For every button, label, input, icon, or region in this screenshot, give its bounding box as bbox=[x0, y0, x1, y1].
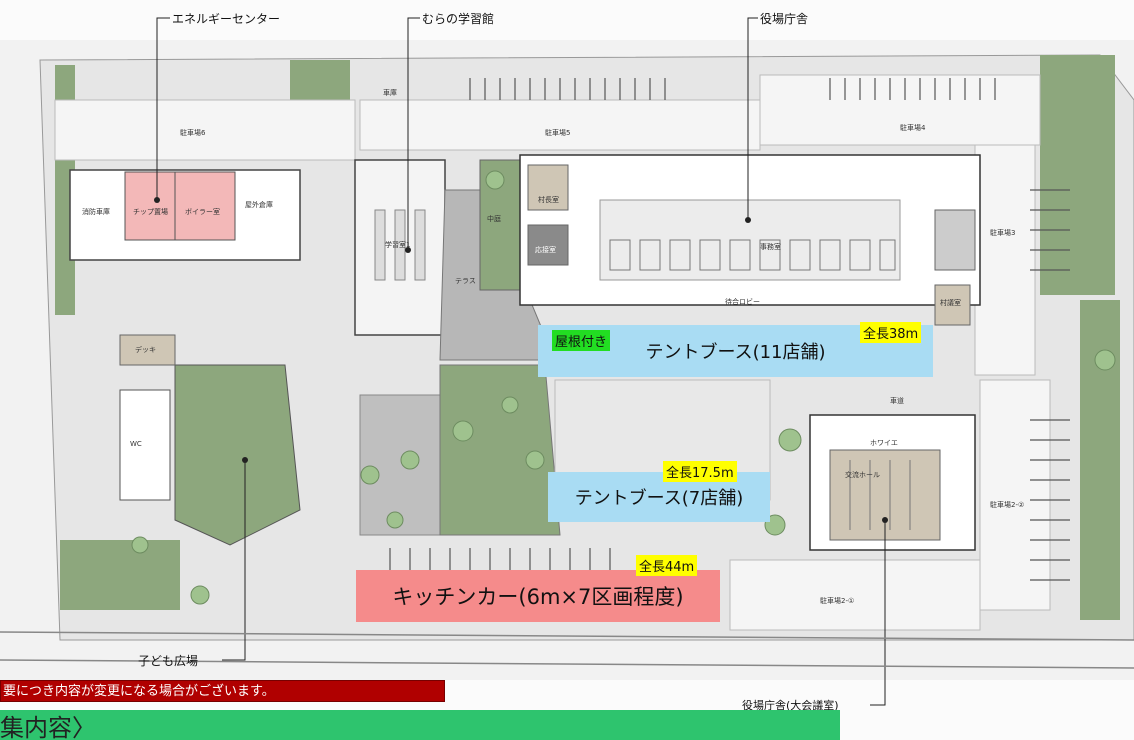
tent-booth-7-length: 全長17.5m bbox=[663, 461, 737, 482]
label-courtyard: 中庭 bbox=[487, 215, 501, 223]
kitchen-car-area: キッチンカー(6m×7区画程度) bbox=[356, 570, 720, 622]
label-study-room: 学習室1 bbox=[385, 241, 411, 249]
label-parking2-1: 駐車場2-① bbox=[820, 597, 855, 605]
recruit-heading-banner: 集内容〉 bbox=[0, 710, 840, 740]
label-village-office: 村長室 bbox=[538, 196, 559, 204]
label-village-meeting: 村議室 bbox=[940, 299, 961, 307]
tent-booth-11-length: 全長38m bbox=[860, 322, 922, 343]
label-boiler-room: ボイラー室 bbox=[185, 208, 220, 216]
callout-town-office: 役場庁舎 bbox=[760, 12, 809, 26]
callout-children-plaza: 子ども広場 bbox=[138, 654, 199, 668]
label-chip-storage: チップ置場 bbox=[133, 208, 168, 216]
label-fire-garage: 消防車庫 bbox=[82, 208, 110, 216]
tent-booth-7-area: テントブース(7店舗) bbox=[548, 472, 770, 522]
kitchen-car-label: キッチンカー(6m×7区画程度) bbox=[392, 585, 684, 609]
label-driveway: 車道 bbox=[890, 397, 904, 405]
tent-booth-7-label: テントブース(7店舗) bbox=[574, 488, 744, 509]
callout-learning-hall: むらの学習館 bbox=[422, 12, 495, 26]
roof-tag: 屋根付き bbox=[552, 330, 611, 351]
change-notice-text: 要につき内容が変更になる場合がございます。 bbox=[3, 684, 275, 699]
label-parking5: 駐車場5 bbox=[545, 129, 571, 137]
label-hall: 交流ホール bbox=[845, 471, 880, 479]
label-terrace: テラス bbox=[455, 277, 476, 285]
label-parking6: 駐車場6 bbox=[180, 129, 206, 137]
label-general-office: 事務室 bbox=[760, 243, 781, 251]
label-outdoor-storage: 屋外倉庫 bbox=[245, 201, 273, 209]
label-garage: 車庫 bbox=[383, 89, 397, 97]
kitchen-car-length: 全長44m bbox=[636, 555, 698, 576]
callout-energy-center: エネルギーセンター bbox=[172, 12, 281, 26]
change-notice-banner: 要につき内容が変更になる場合がございます。 bbox=[0, 680, 445, 702]
label-waiting-lobby: 待合ロビー bbox=[725, 298, 760, 306]
callout-assembly-hall: 役場庁舎(大会議室) bbox=[742, 699, 839, 712]
label-parking4: 駐車場4 bbox=[900, 124, 926, 132]
label-reception: 応接室 bbox=[535, 246, 556, 254]
label-parking3: 駐車場3 bbox=[990, 229, 1016, 237]
recruit-heading-text: 集内容〉 bbox=[0, 714, 96, 740]
label-wc: WC bbox=[130, 440, 142, 448]
tent-booth-11-label: テントブース(11店舗) bbox=[645, 342, 826, 363]
label-deck: デッキ bbox=[135, 346, 156, 354]
label-foyer: ホワイエ bbox=[870, 439, 898, 447]
label-parking2-2: 駐車場2-② bbox=[990, 501, 1025, 509]
